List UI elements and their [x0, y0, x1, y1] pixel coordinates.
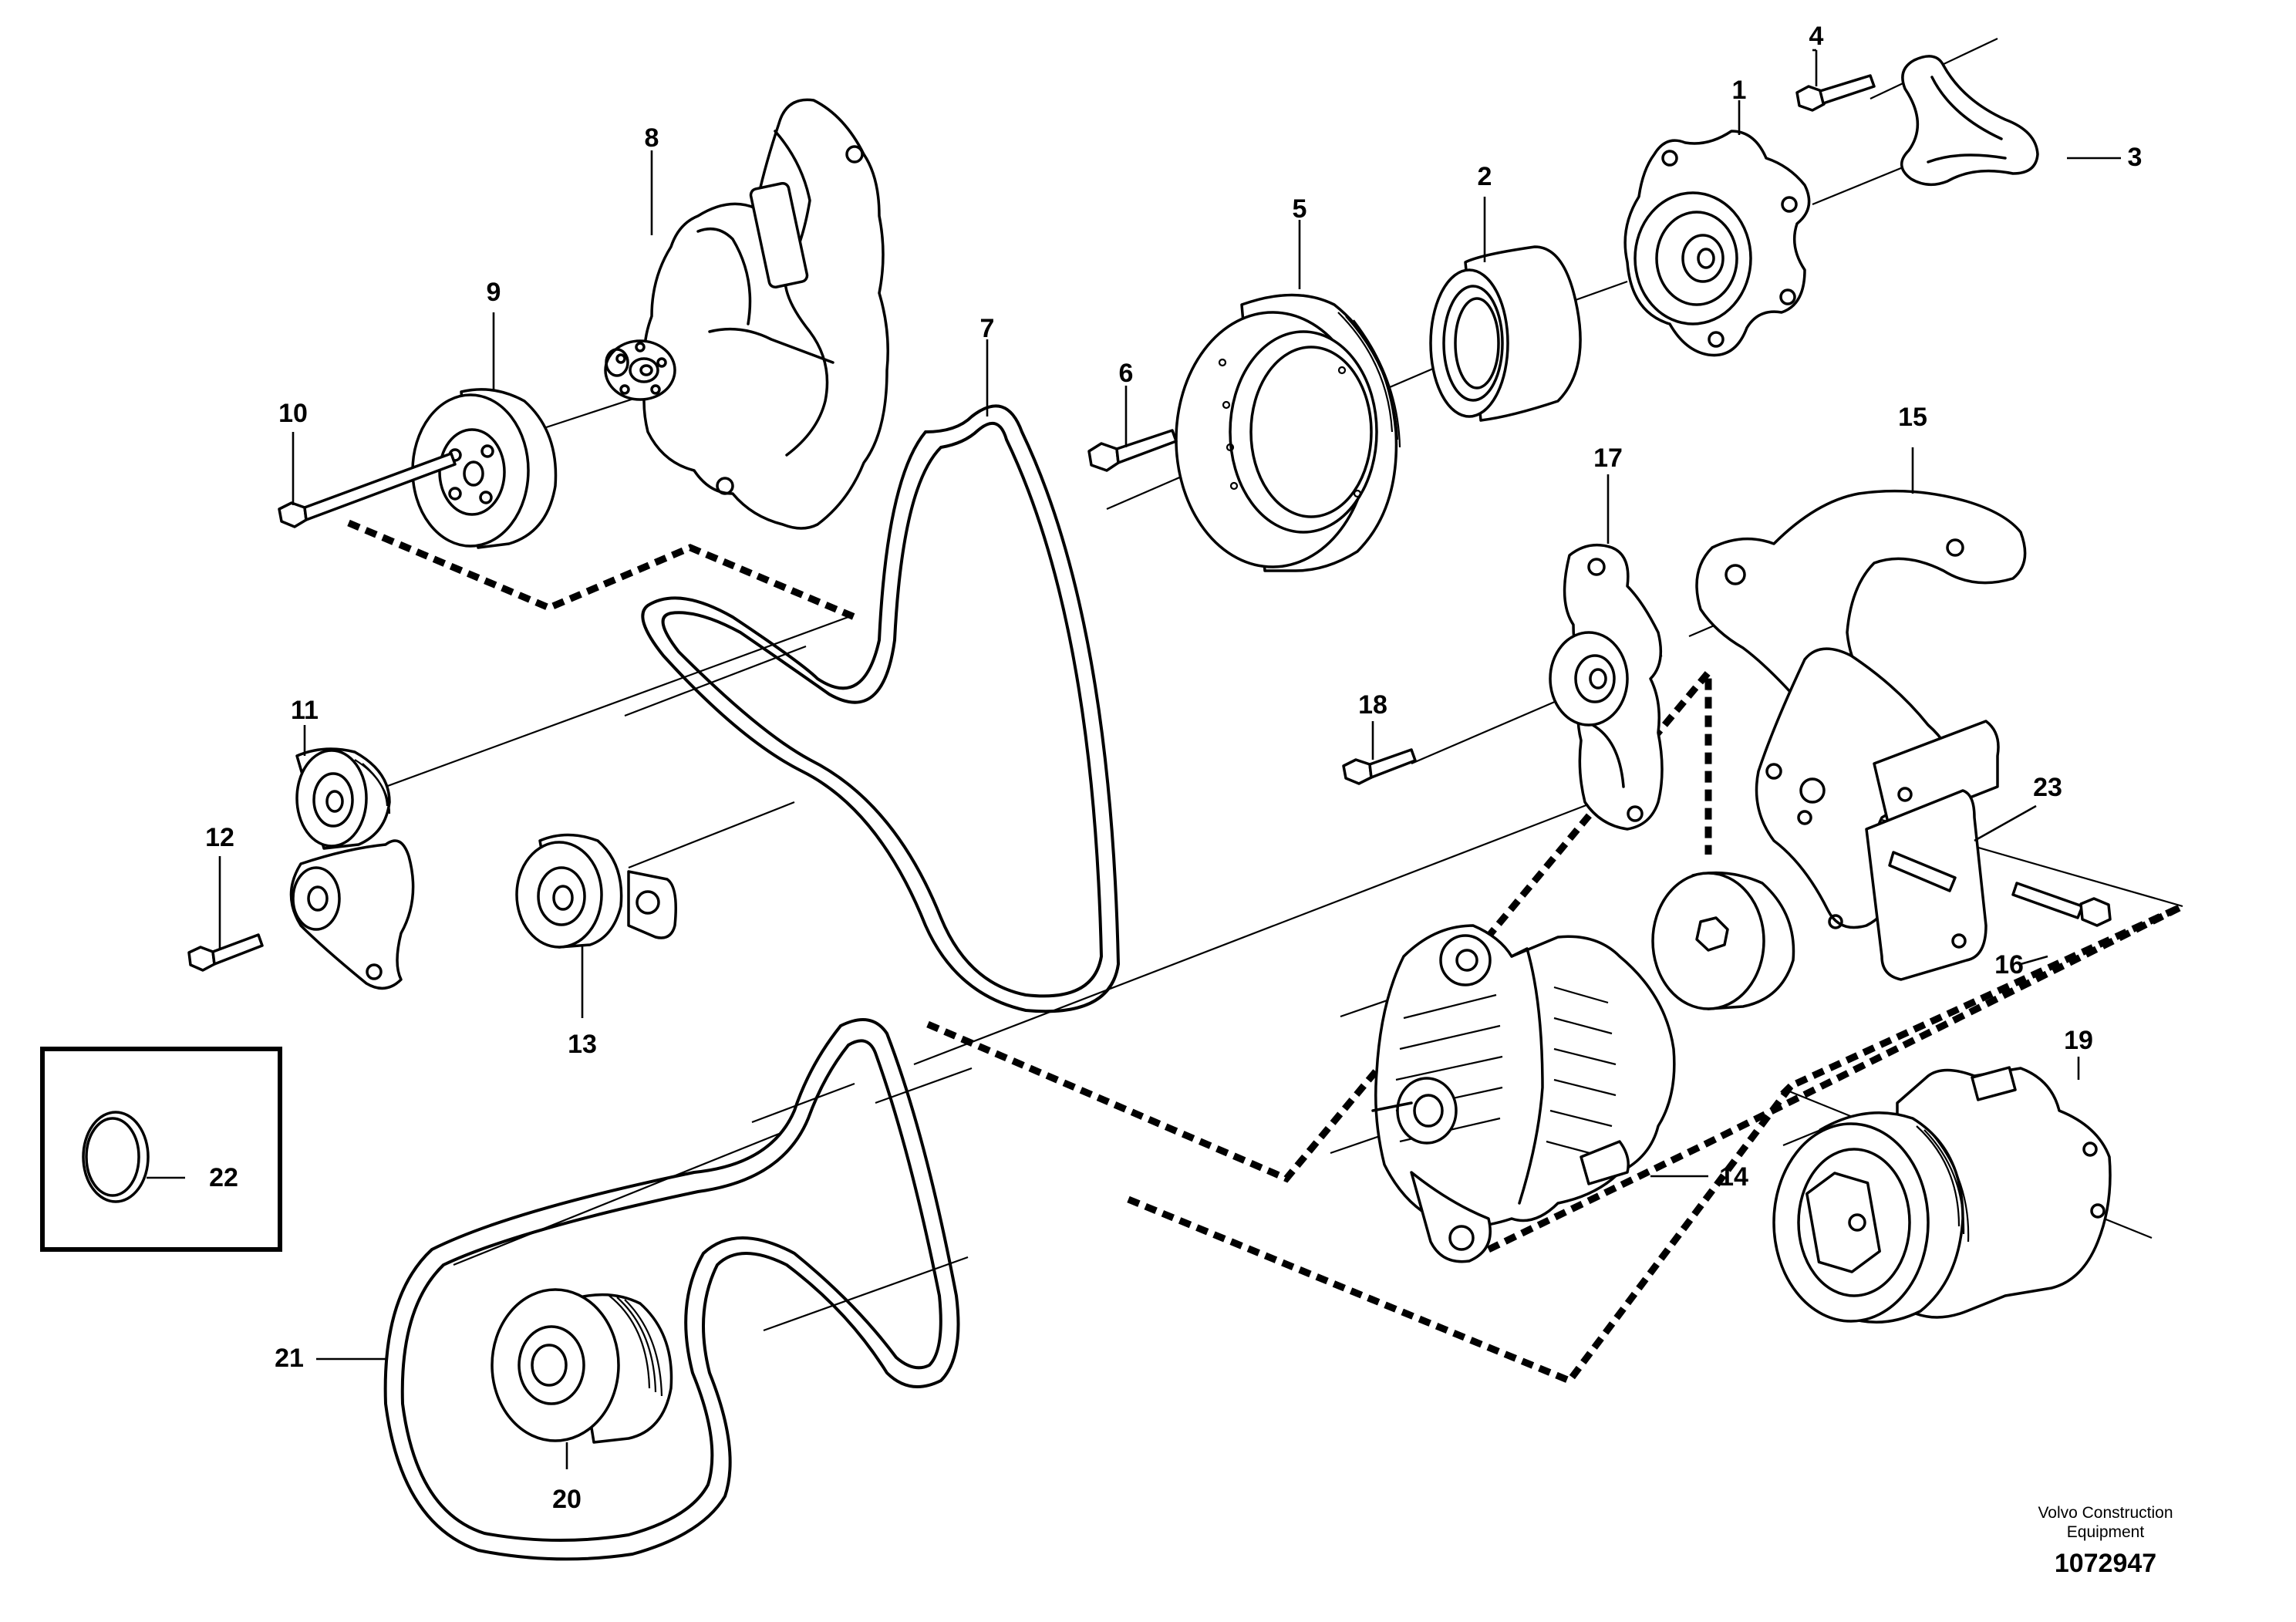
bolt-12	[187, 933, 264, 972]
label-9: 9	[487, 278, 501, 307]
drive-belt-21	[383, 1018, 960, 1561]
inset-box	[40, 1047, 282, 1252]
label-19: 19	[2064, 1026, 2093, 1055]
label-12: 12	[205, 823, 234, 852]
bracket-plate	[1900, 55, 2039, 187]
drive-belt-7	[641, 404, 1121, 1013]
bearing-sleeve	[1429, 245, 1582, 422]
bracket-idler-pulley	[1651, 871, 1795, 1010]
label-5: 5	[1293, 194, 1307, 224]
footer: Volvo Construction Equipment 1072947	[2038, 1504, 2173, 1578]
label-20: 20	[552, 1485, 582, 1514]
label-15: 15	[1898, 403, 1927, 432]
label-14: 14	[1719, 1162, 1748, 1192]
water-pump	[604, 98, 889, 530]
label-4: 4	[1809, 22, 1824, 51]
crank-pulley-20	[491, 1288, 673, 1444]
drawing-number: 1072947	[2055, 1549, 2156, 1578]
label-23: 23	[2033, 773, 2062, 802]
idler-pulley-13	[515, 833, 677, 949]
footer-line-2: Equipment	[2067, 1523, 2145, 1541]
label-10: 10	[278, 399, 308, 428]
stud-23	[1888, 851, 1957, 892]
label-8: 8	[645, 123, 659, 153]
alternator	[1371, 924, 1676, 1263]
crankshaft-pulley	[1175, 293, 1401, 572]
belt-tensioner-11	[289, 747, 415, 990]
label-6: 6	[1119, 359, 1134, 388]
label-1: 1	[1732, 76, 1747, 105]
label-3: 3	[2128, 143, 2143, 172]
idler-pulley-9	[411, 388, 558, 549]
support-bracket-15	[1695, 489, 2027, 981]
label-2: 2	[1478, 162, 1492, 191]
label-21: 21	[275, 1344, 304, 1373]
footer-line-1: Volvo Construction	[2038, 1504, 2173, 1522]
label-22: 22	[209, 1163, 238, 1192]
label-17: 17	[1593, 443, 1623, 473]
label-18: 18	[1358, 690, 1387, 720]
bolt-16	[2011, 882, 2112, 927]
label-7: 7	[980, 314, 995, 343]
fan-hub	[1623, 130, 1811, 357]
bolt-10	[278, 452, 457, 528]
label-13: 13	[568, 1030, 597, 1059]
part-number-labels: 1 2 3 4 5 6 7 8 9 10 11 12 13 14 15 16 1…	[205, 22, 2142, 1514]
label-16: 16	[1994, 950, 2024, 980]
bolt-6	[1087, 429, 1178, 472]
ac-compressor	[1772, 1066, 2112, 1324]
tensioner-17	[1549, 543, 1664, 831]
assembly-dashed-lines	[347, 519, 2185, 1385]
leader-lines	[147, 49, 2121, 1469]
label-11: 11	[291, 696, 319, 725]
bolt-18	[1342, 748, 1417, 785]
bolt-4	[1795, 74, 1876, 112]
